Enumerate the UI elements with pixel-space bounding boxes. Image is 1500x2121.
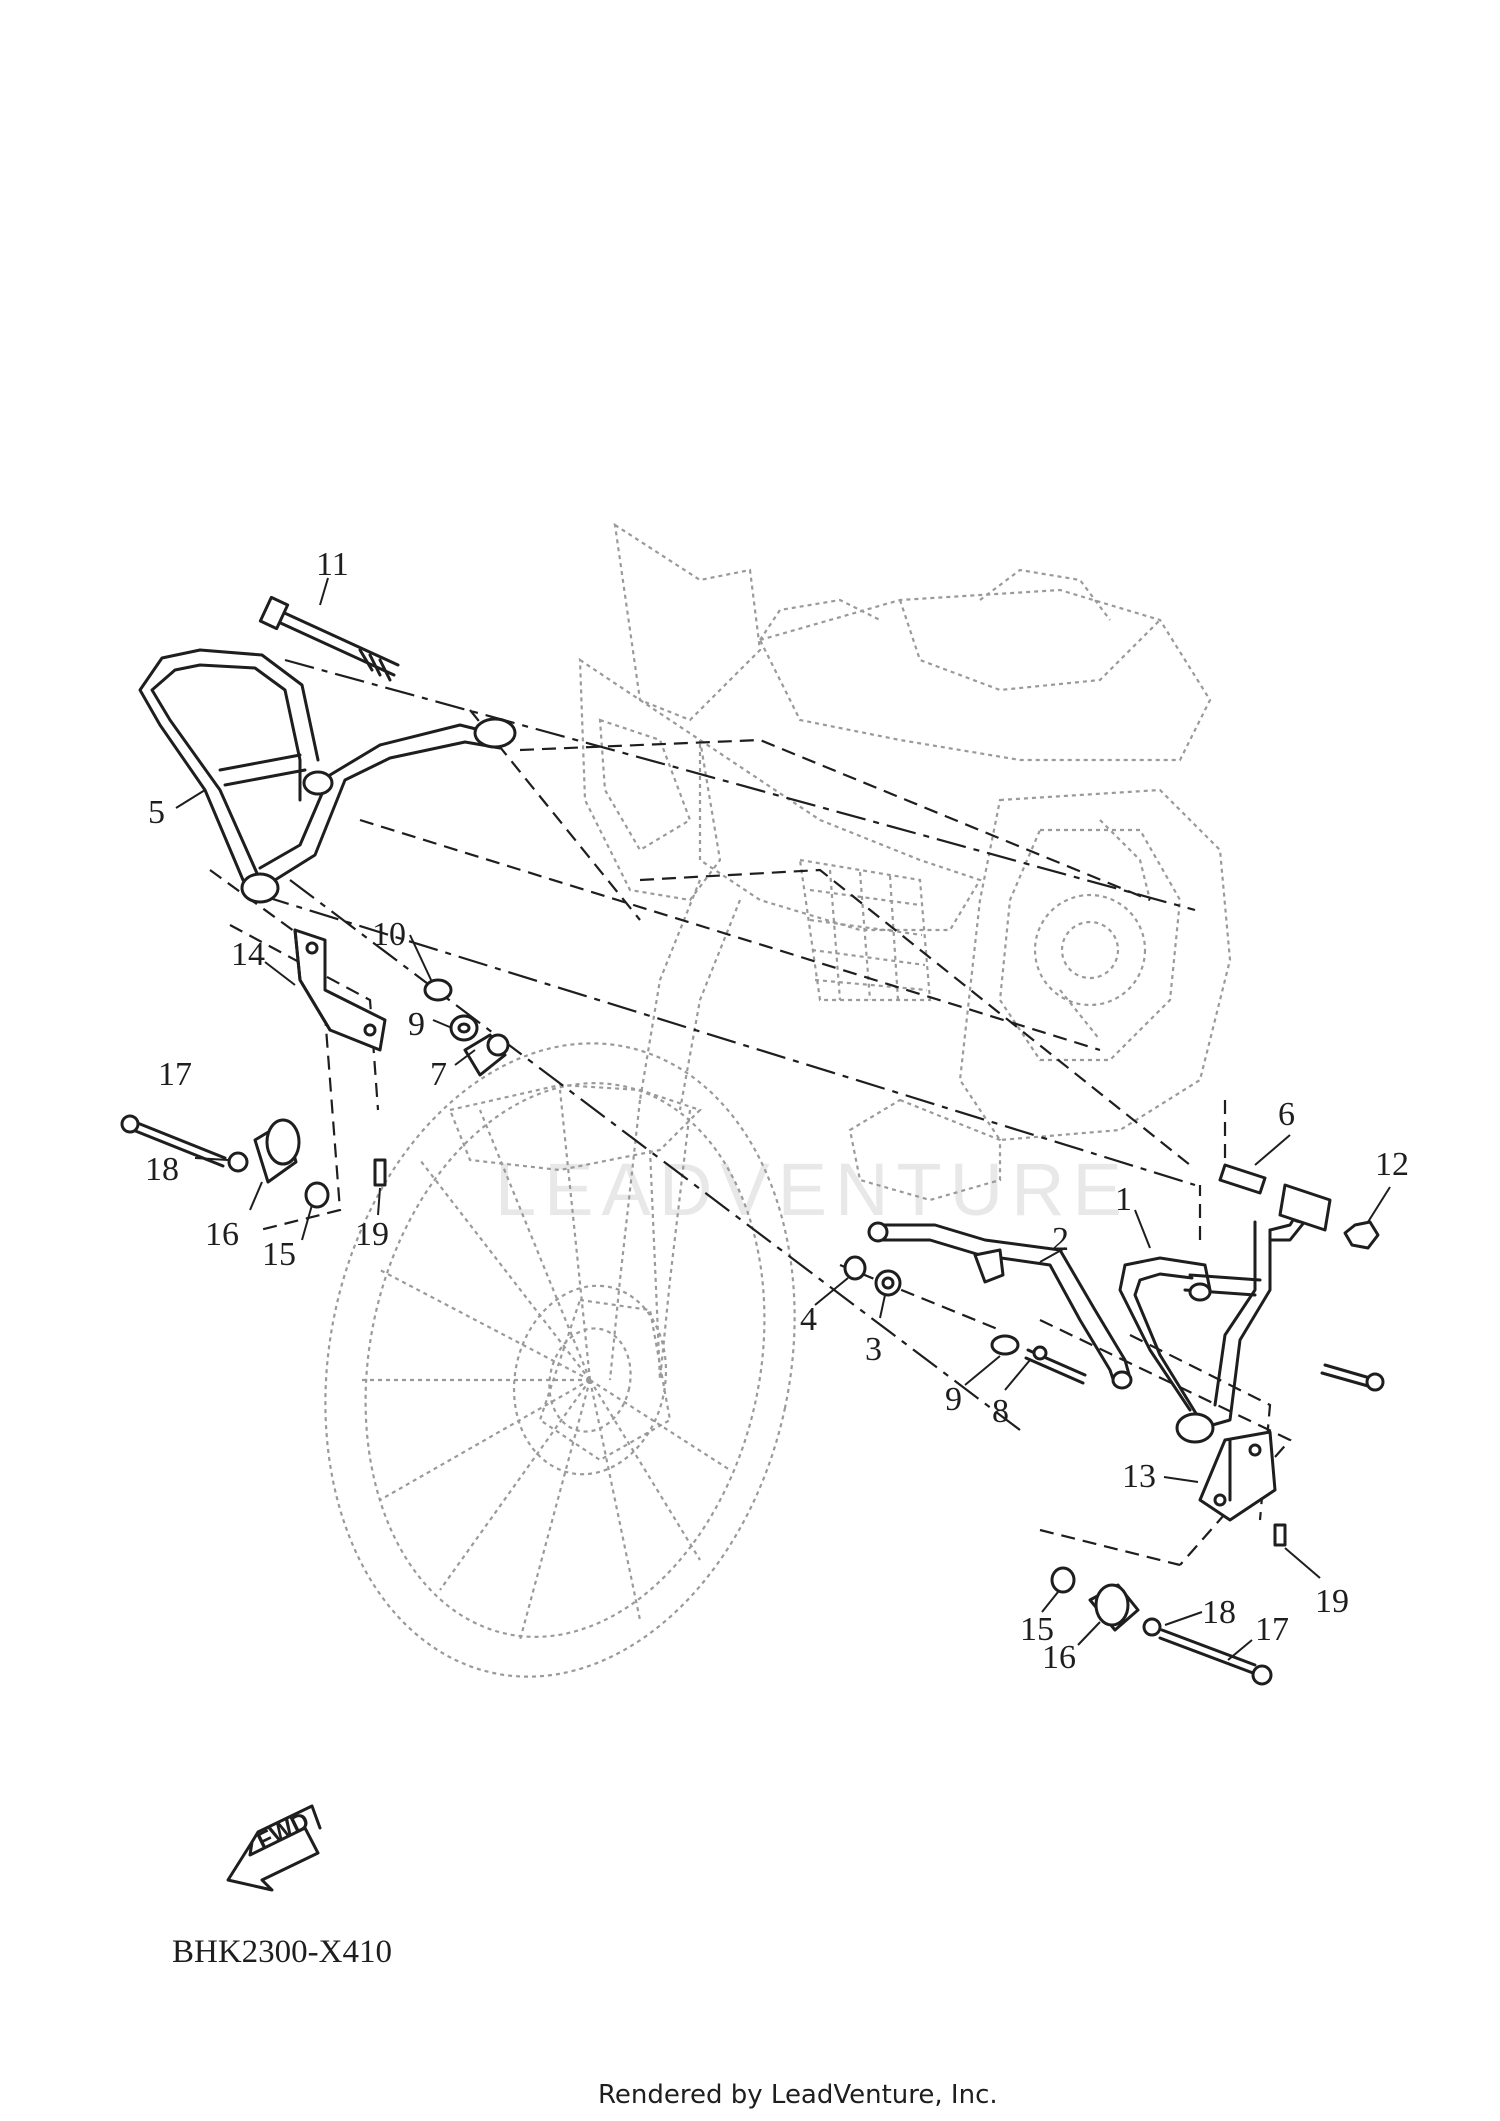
right-lower-slider-set — [1050, 1566, 1273, 1686]
callout-8: 8 — [992, 1393, 1009, 1430]
front-wheel-ghost — [324, 1042, 796, 1678]
callout-9: 9 — [945, 1381, 962, 1418]
callout-4: 4 — [800, 1301, 817, 1338]
callout-labels: 11 5 14 10 9 7 17 18 16 15 19 6 12 1 2 4… — [145, 546, 1409, 1676]
callout-7: 7 — [430, 1056, 447, 1093]
callout-17: 17 — [158, 1056, 192, 1093]
forward-arrow: FWD — [226, 1804, 322, 1892]
callout-9: 9 — [408, 1006, 425, 1043]
diagram-code: BHK2300-X410 — [172, 1934, 392, 1970]
callout-15: 15 — [262, 1236, 296, 1273]
left-bracket-14 — [293, 928, 387, 1052]
right-pin-and-nut — [1218, 1163, 1380, 1250]
callout-14: 14 — [231, 936, 265, 973]
callout-5: 5 — [148, 794, 165, 831]
callout-15: 15 — [1020, 1611, 1054, 1648]
callout-16: 16 — [1042, 1639, 1076, 1676]
callout-3: 3 — [865, 1331, 882, 1368]
callout-13: 13 — [1122, 1458, 1156, 1495]
callout-10: 10 — [372, 916, 406, 953]
callout-19: 19 — [355, 1216, 389, 1253]
watermark-text: LEADVENTURE — [495, 1148, 1130, 1231]
assembly-lines — [209, 658, 1292, 1567]
left-engine-guard — [138, 648, 517, 904]
callout-18: 18 — [145, 1151, 179, 1188]
center-small-parts — [843, 1255, 1385, 1392]
callout-17: 17 — [1255, 1611, 1289, 1648]
center-stay-2 — [867, 1221, 1133, 1390]
callout-2: 2 — [1052, 1221, 1069, 1258]
right-bracket-13 — [1198, 1430, 1287, 1547]
motorcycle-ghost-outline — [448, 522, 1232, 1381]
callout-19: 19 — [1315, 1583, 1349, 1620]
callout-11: 11 — [316, 546, 349, 583]
long-bolt-11 — [258, 595, 400, 682]
callout-18: 18 — [1202, 1594, 1236, 1631]
callout-16: 16 — [205, 1216, 239, 1253]
callout-12: 12 — [1375, 1146, 1409, 1183]
callout-1: 1 — [1115, 1181, 1132, 1218]
left-small-parts — [120, 978, 510, 1209]
render-credit: Rendered by LeadVenture, Inc. — [598, 2080, 998, 2110]
leader-lines — [175, 577, 1391, 1661]
callout-6: 6 — [1278, 1096, 1295, 1133]
